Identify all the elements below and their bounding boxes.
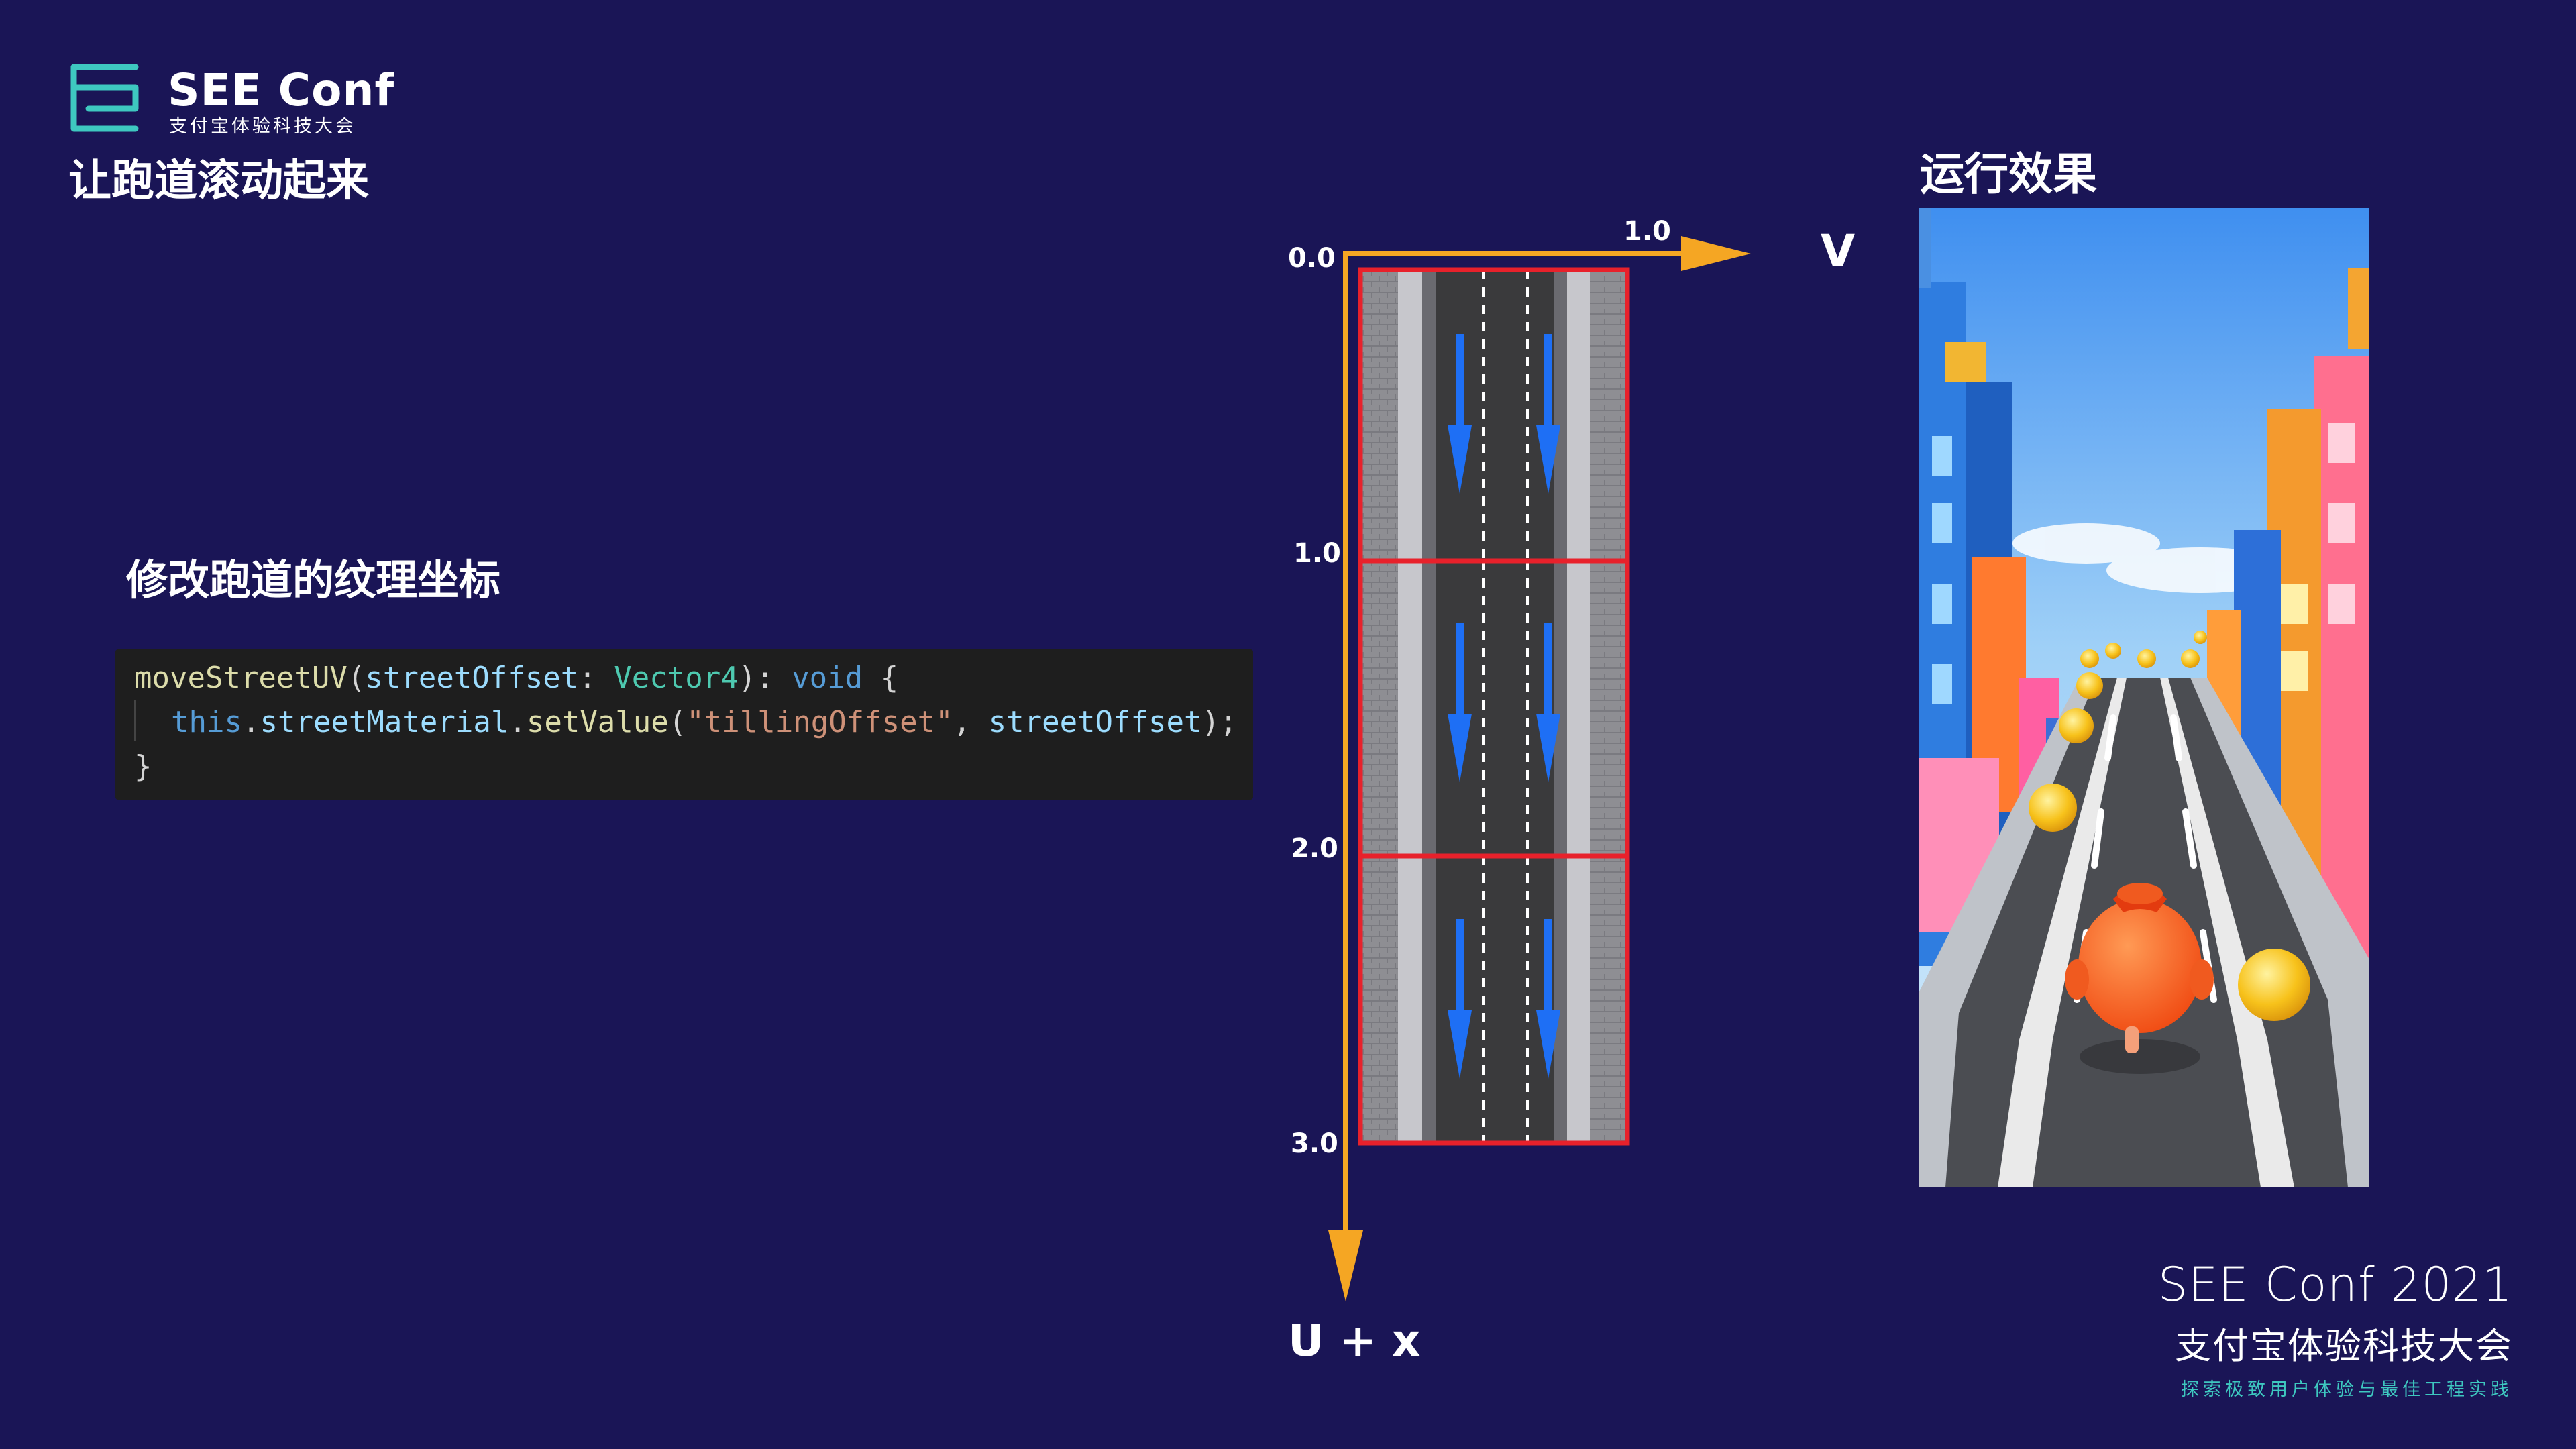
- road-tile: [1360, 856, 1627, 1143]
- code-token: ,: [953, 705, 989, 739]
- coin-icon: [2137, 649, 2156, 668]
- logo-subtitle: 支付宝体验科技大会: [169, 116, 356, 137]
- code-token: moveStreetUV: [134, 661, 347, 695]
- v-axis-label: V: [1821, 225, 1856, 277]
- coin-icon: [2029, 784, 2077, 832]
- scroll-arrows: [1448, 334, 1560, 1079]
- left-buildings: [1919, 208, 2073, 966]
- v-axis-arrow-icon: [1681, 236, 1751, 271]
- coins: [2029, 631, 2310, 1021]
- road-tile: [1360, 270, 1627, 561]
- coin-icon: [2059, 708, 2094, 743]
- footer-brand: SEE Conf 2021 支付宝体验科技大会 探索极致用户体验与最佳工程实践: [2158, 1257, 2513, 1401]
- v-axis-line: [1343, 251, 1696, 256]
- see-conf-logo-icon: [70, 64, 139, 132]
- down-arrow-icon: [1448, 623, 1472, 782]
- u-axis-arrow-icon: [1328, 1230, 1363, 1301]
- code-token: ):: [738, 661, 792, 695]
- code-line-1: moveStreetUV(streetOffset: Vector4): voi…: [134, 656, 1253, 700]
- u-axis-tick: 0.0: [1288, 243, 1336, 274]
- code-token: setValue: [526, 705, 669, 739]
- code-token: {: [863, 661, 899, 695]
- v-axis-tick: 1.0: [1623, 216, 1671, 247]
- u-axis-tick: 3.0: [1291, 1128, 1338, 1159]
- code-token: Vector4: [614, 661, 739, 695]
- code-token: (: [347, 661, 366, 695]
- coin-icon: [2238, 949, 2310, 1021]
- down-arrow-icon: [1536, 334, 1560, 494]
- red-bag-character: [2065, 883, 2214, 1053]
- tile-borders: [1358, 267, 1630, 1146]
- brand-line-1: SEE Conf 2021: [2157, 1257, 2513, 1312]
- coin-icon: [2080, 649, 2099, 668]
- code-token: streetMaterial: [260, 705, 509, 739]
- code-token: "tillingOffset": [686, 705, 953, 739]
- result-title: 运行效果: [1920, 148, 2097, 200]
- road-tiles: [1360, 270, 1627, 1143]
- coin-icon: [2194, 631, 2207, 644]
- code-token: this: [171, 705, 242, 739]
- game-scene-svg: [1919, 208, 2369, 1187]
- u-axis-label: U + x: [1288, 1315, 1421, 1366]
- down-arrow-icon: [1536, 919, 1560, 1079]
- down-arrow-icon: [1448, 334, 1472, 494]
- code-token: (: [668, 705, 687, 739]
- down-arrow-icon: [1448, 919, 1472, 1079]
- brand-line-3: 探索极致用户体验与最佳工程实践: [2181, 1379, 2513, 1400]
- page-title: 让跑道滚动起来: [68, 156, 369, 206]
- u-axis-tick: 1.0: [1293, 538, 1341, 569]
- uv-axes: [1328, 236, 1751, 1301]
- section-title: 修改跑道的纹理坐标: [126, 555, 501, 604]
- game-preview-image: [1919, 208, 2369, 1187]
- code-line-3: }: [134, 749, 152, 784]
- code-token: streetOffset: [988, 705, 1202, 739]
- code-block: moveStreetUV(streetOffset: Vector4): voi…: [115, 649, 1253, 800]
- code-token: );: [1201, 705, 1238, 739]
- code-token: streetOffset: [365, 661, 579, 695]
- coin-icon: [2076, 672, 2103, 699]
- u-axis-tick: 2.0: [1291, 833, 1338, 864]
- road-tile: [1360, 561, 1627, 856]
- uv-diagram: V 1.0 0.0 1.0 2.0 3.0 U + x: [1275, 201, 1878, 1382]
- code-token: .: [508, 705, 527, 739]
- indent-guide: [134, 700, 171, 741]
- code-token: .: [241, 705, 260, 739]
- down-arrow-icon: [1536, 623, 1560, 782]
- u-axis-line: [1343, 251, 1348, 1244]
- uv-diagram-svg: [1328, 236, 1751, 1301]
- see-conf-logo: SEE Conf 支付宝体验科技大会: [68, 62, 394, 137]
- brand-line-2: 支付宝体验科技大会: [2175, 1325, 2513, 1367]
- code-line-2: this.streetMaterial.setValue("tillingOff…: [134, 700, 1253, 745]
- coin-icon: [2181, 649, 2200, 668]
- logo-title: SEE Conf: [168, 64, 395, 116]
- code-token: void: [792, 661, 863, 695]
- code-token: :: [578, 661, 614, 695]
- coin-icon: [2105, 643, 2121, 659]
